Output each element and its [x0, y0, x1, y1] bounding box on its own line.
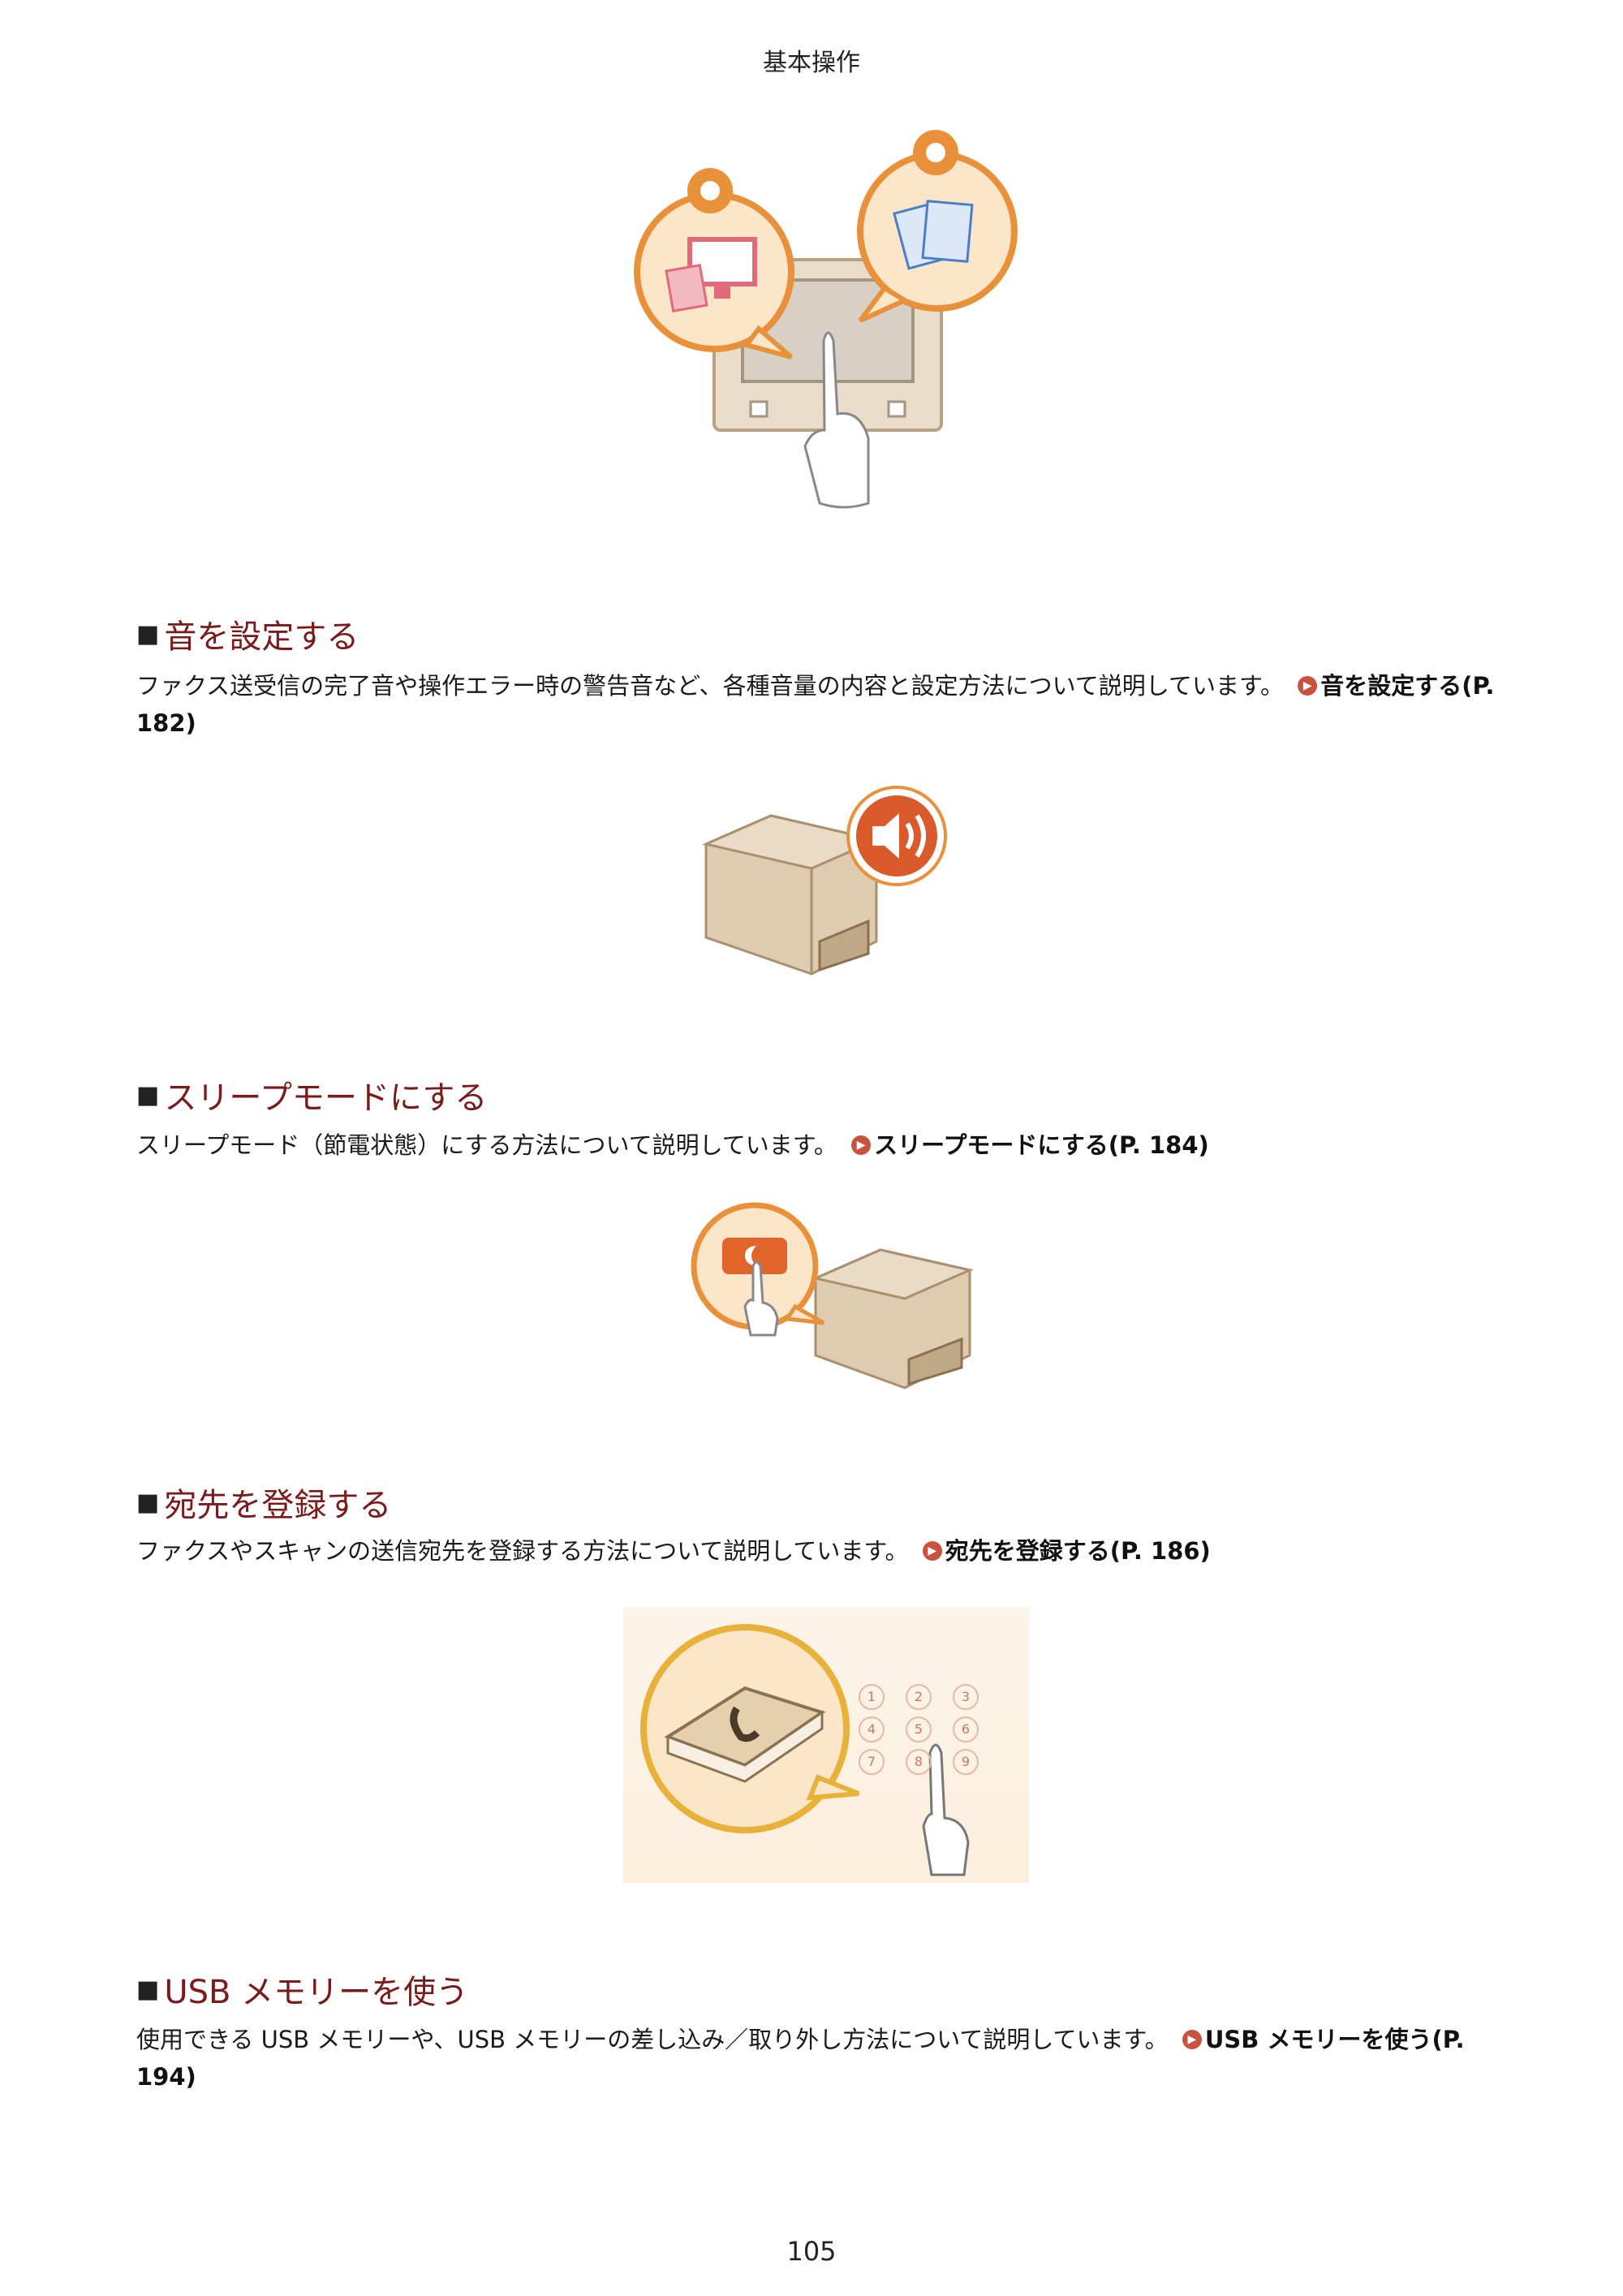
link-sound-settings[interactable]: ▶音を設定する(P. 182) [136, 672, 1495, 737]
section-desc-address: ファクスやスキャンの送信宛先を登録する方法について説明しています。 ▶宛先を登録… [136, 1532, 1516, 1570]
running-header: 基本操作 [763, 49, 860, 77]
keypad-key: 4 [859, 1717, 885, 1742]
machine-sound-illustration [702, 786, 947, 976]
keypad-key: 9 [953, 1749, 979, 1775]
settings-panel-illustration [634, 130, 1018, 509]
keypad-key: 8 [906, 1749, 932, 1775]
keypad-key: 2 [906, 1684, 932, 1710]
address-book-illustration: 1 2 3 4 5 6 7 8 9 [623, 1607, 1029, 1883]
link-sleep-mode[interactable]: ▶スリープモードにする(P. 184) [845, 1131, 1209, 1159]
sleep-mode-illustration [691, 1202, 974, 1389]
link-usb-memory[interactable]: ▶USB メモリーを使う(P. 194) [136, 2026, 1465, 2091]
section-title-text: スリープモードにする [164, 1079, 488, 1117]
keypad-key: 7 [859, 1749, 885, 1775]
link-register-address[interactable]: ▶宛先を登録する(P. 186) [916, 1537, 1211, 1565]
keypad: 1 2 3 4 5 6 7 8 9 [859, 1684, 997, 1775]
keypad-key: 3 [953, 1684, 979, 1710]
section-title-address: ■ 宛先を登録する [136, 1479, 391, 1526]
bullet-square-icon: ■ [136, 619, 160, 648]
section-title-sound: ■ 音を設定する [136, 610, 359, 657]
section-title-sleep: ■ スリープモードにする [136, 1071, 487, 1118]
link-arrow-icon: ▶ [1298, 676, 1318, 696]
section-desc-sleep: スリープモード（節電状態）にする方法について説明しています。 ▶スリープモードに… [136, 1126, 1516, 1164]
bullet-square-icon: ■ [136, 1488, 160, 1517]
link-arrow-icon: ▶ [922, 1541, 942, 1561]
section-title-usb: ■ USB メモリーを使う [136, 1966, 468, 2013]
link-arrow-icon: ▶ [1182, 2030, 1202, 2049]
section-title-text: 宛先を登録する [164, 1487, 392, 1524]
section-title-text: 音を設定する [164, 618, 359, 656]
desc-text: 使用できる USB メモリーや、USB メモリーの差し込み／取り外し方法について… [136, 2026, 1169, 2053]
desc-text: ファクス送受信の完了音や操作エラー時の警告音など、各種音量の内容と設定方法につい… [136, 672, 1285, 700]
section-title-text: USB メモリーを使う [164, 1974, 469, 2011]
desc-text: ファクスやスキャンの送信宛先を登録する方法について説明しています。 [136, 1537, 909, 1565]
page-number: 105 [786, 2236, 837, 2267]
keypad-key: 1 [859, 1684, 885, 1710]
bullet-square-icon: ■ [136, 1080, 160, 1109]
section-desc-usb: 使用できる USB メモリーや、USB メモリーの差し込み／取り外し方法について… [136, 2021, 1516, 2096]
section-desc-sound: ファクス送受信の完了音や操作エラー時の警告音など、各種音量の内容と設定方法につい… [136, 667, 1516, 742]
keypad-key: 6 [953, 1717, 979, 1742]
keypad-key: 5 [906, 1717, 932, 1742]
desc-text: スリープモード（節電状態）にする方法について説明しています。 [136, 1131, 837, 1159]
bullet-square-icon: ■ [136, 1975, 160, 2004]
link-arrow-icon: ▶ [851, 1135, 872, 1155]
